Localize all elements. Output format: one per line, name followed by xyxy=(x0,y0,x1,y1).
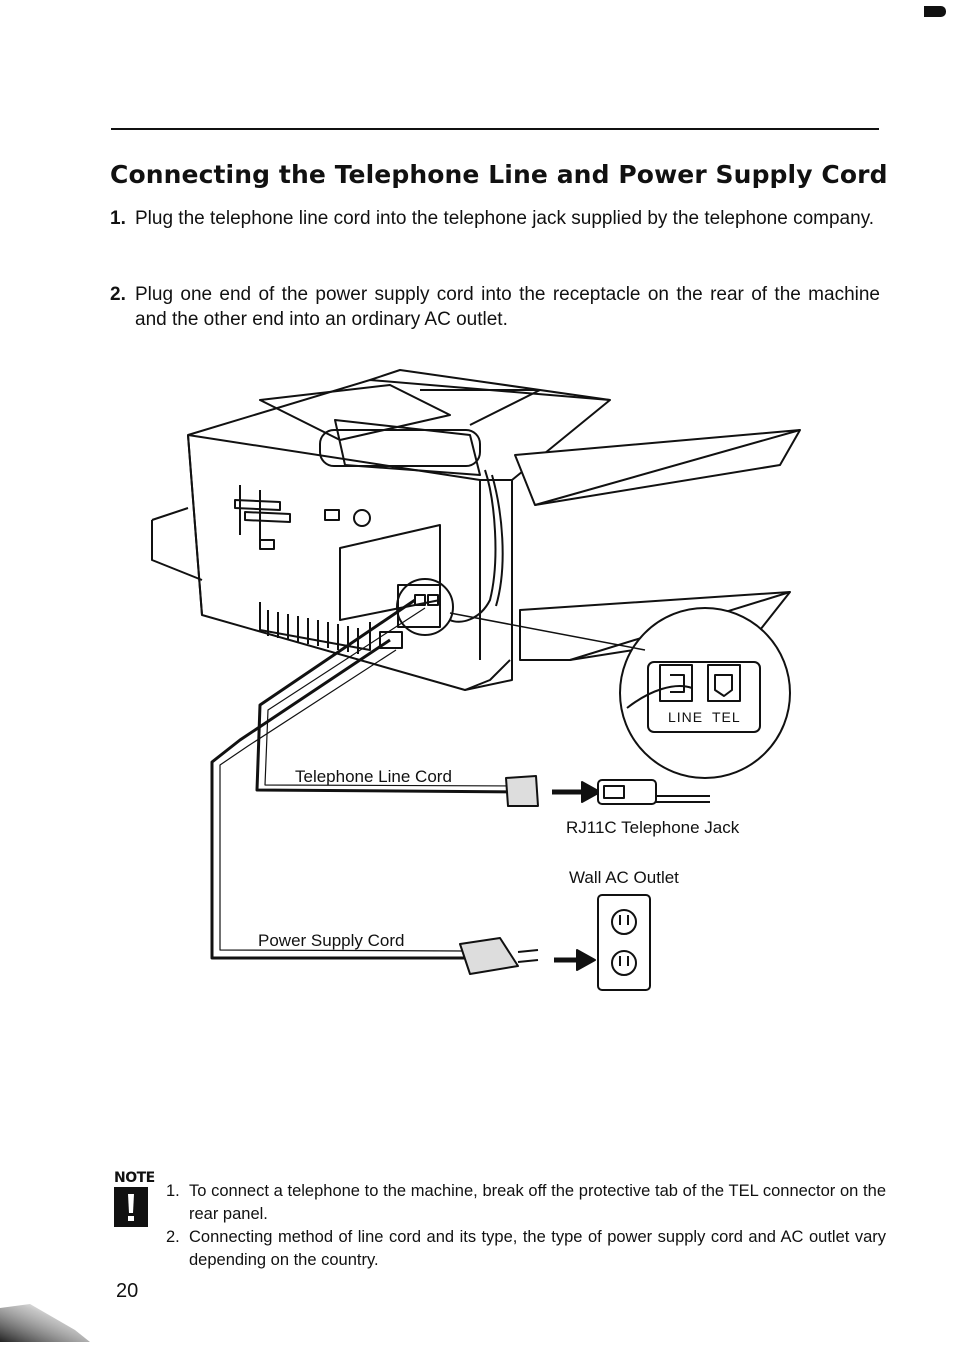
step-number: 1. xyxy=(110,208,126,229)
rj11c-jack-icon xyxy=(597,779,710,805)
note-title: NOTE xyxy=(114,1170,155,1186)
port-zoom-circle xyxy=(449,607,791,779)
page-title: Connecting the Telephone Line and Power … xyxy=(110,160,888,189)
note-text: To connect a telephone to the machine, b… xyxy=(189,1182,886,1223)
top-rule xyxy=(111,128,879,130)
step-text: Plug the telephone line cord into the te… xyxy=(135,208,875,229)
telephone-line-cord-label: Telephone Line Cord xyxy=(295,767,452,786)
step-2: 2. Plug one end of the power supply cord… xyxy=(110,282,880,332)
step-1: 1. Plug the telephone line cord into the… xyxy=(110,206,880,231)
port-line-label: LINE xyxy=(668,709,703,725)
line-port-icon xyxy=(659,664,693,702)
power-supply-cord-label: Power Supply Cord xyxy=(258,931,404,950)
fax-machine-diagram: LINE TEL Telephone Line Cord RJ11C Telep… xyxy=(151,369,801,991)
tel-port-icon xyxy=(707,664,741,702)
note-number: 2. xyxy=(166,1228,180,1246)
note-text: Connecting method of line cord and its t… xyxy=(189,1228,886,1269)
page-tab-marker xyxy=(924,6,946,17)
telephone-line-cord xyxy=(255,598,539,807)
exclamation-icon xyxy=(114,1187,148,1227)
note-item: 2. Connecting method of line cord and it… xyxy=(166,1226,886,1272)
connection-illustration: LINE TEL Telephone Line Cord RJ11C Telep… xyxy=(140,360,820,1010)
scan-artifact xyxy=(0,1300,90,1342)
wall-outlet-icon xyxy=(597,894,651,991)
fax-machine-icon xyxy=(151,369,801,691)
rj11c-jack-label: RJ11C Telephone Jack xyxy=(566,818,740,837)
note-number: 1. xyxy=(166,1182,180,1200)
note-list: 1. To connect a telephone to the machine… xyxy=(166,1180,886,1272)
page-number: 20 xyxy=(116,1280,139,1302)
step-number: 2. xyxy=(110,284,126,305)
step-text: Plug one end of the power supply cord in… xyxy=(135,284,880,330)
power-supply-cord xyxy=(210,638,539,975)
wall-outlet-label: Wall AC Outlet xyxy=(569,868,679,887)
port-tel-label: TEL xyxy=(712,709,741,725)
note-item: 1. To connect a telephone to the machine… xyxy=(166,1180,886,1226)
